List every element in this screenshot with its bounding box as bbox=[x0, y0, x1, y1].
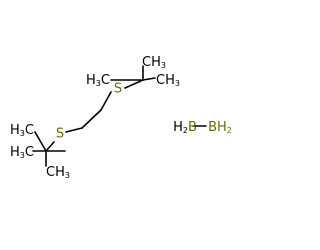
atom-ch3-upper-3: CH3 bbox=[156, 73, 180, 88]
bond-s1-ch2 bbox=[100, 91, 112, 111]
atom-boron-2: BH2 bbox=[208, 120, 232, 135]
atom-sulfur-2: S bbox=[56, 127, 64, 142]
bond-s2-quat bbox=[45, 141, 55, 152]
bonds bbox=[32, 65, 207, 167]
atom-sulfur-1: S bbox=[114, 82, 122, 97]
atom-ch3-upper-1: CH3 bbox=[142, 55, 166, 70]
atom-boron-1: H2B bbox=[173, 120, 197, 135]
bond-ch2-ch2 bbox=[81, 109, 102, 129]
atom-ch3-lower-1: H3C bbox=[10, 123, 34, 138]
atom-ch3-lower-3: CH3 bbox=[46, 165, 70, 180]
bond-lower-quat-ch3-top-left bbox=[34, 131, 47, 152]
bond-upper-quat-ch3-right bbox=[142, 77, 156, 81]
structure-diagram: CH3 H3C CH3 S S H3C H3C CH3 H2B BH2 bbox=[10, 55, 232, 180]
bond-ch2-s2 bbox=[65, 127, 83, 133]
atom-ch3-lower-2: H3C bbox=[10, 145, 34, 160]
atom-labels: CH3 H3C CH3 S S H3C H3C CH3 H2B BH2 bbox=[10, 55, 232, 180]
atom-ch3-upper-2: H3C bbox=[86, 73, 110, 88]
bond-upper-quat-s bbox=[124, 79, 144, 89]
